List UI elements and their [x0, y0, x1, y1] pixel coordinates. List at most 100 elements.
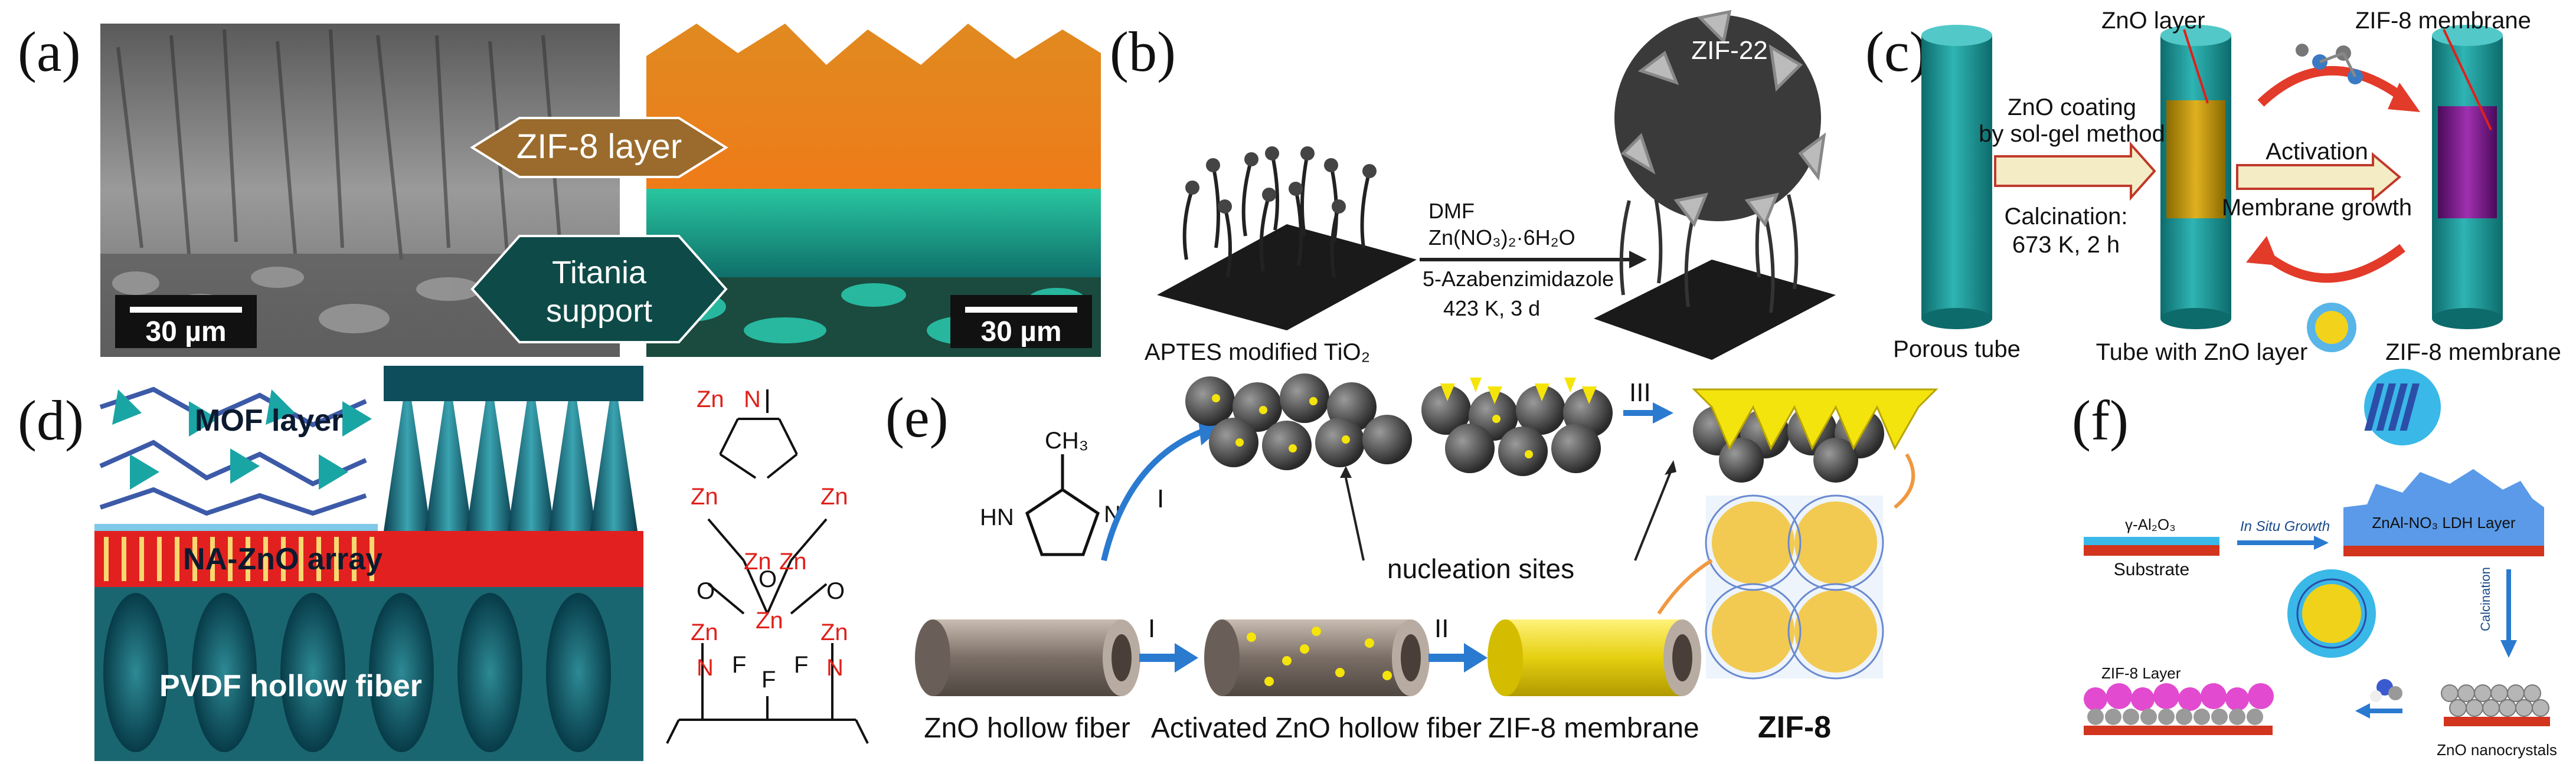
mof-layer-label: MOF layer	[195, 404, 343, 438]
coating-label-2: by sol-gel method	[1979, 121, 2165, 147]
struct-zn-8: Zn	[820, 619, 848, 645]
condition-dmf: DMF	[1428, 199, 1475, 223]
methylimidazole-structure	[1025, 454, 1100, 556]
insitu-label: In Situ Growth	[2240, 519, 2330, 535]
coating-label-1: ZnO coating	[2008, 94, 2136, 120]
struct-o-3: O	[759, 566, 777, 592]
panel-a-graphic: 30 µm 30 µm ZIF-8 layer Titania support	[100, 24, 1101, 357]
panel-b: (b) APTES modified TiO₂ DMF Zn(NO₃)₂·6H₂…	[1110, 0, 1853, 366]
zno-tube-label: Tube with ZnO layer	[2096, 339, 2308, 365]
zif-layer-arrow	[470, 117, 728, 178]
alumina-substrate	[2084, 537, 2219, 545]
scale-bar-right-bg	[950, 295, 1092, 348]
step-ii-label: II	[1434, 614, 1449, 643]
zno-spheres-1	[1185, 373, 1412, 470]
ldh-label: ZnAl-NO₃ LDH Layer	[2372, 514, 2516, 532]
titania-arrow	[470, 235, 728, 343]
ligand-molecule	[2296, 44, 2363, 84]
zif8-membrane-fiber	[1488, 619, 1701, 696]
struct-zn-6: Zn	[756, 608, 783, 634]
zif-layer-label: ZIF-8 layer	[516, 127, 682, 166]
step-i-upper: I	[1157, 484, 1164, 513]
scale-bar-right-text: 30 µm	[980, 316, 1061, 347]
zif8-crystal-cluster	[1705, 494, 1884, 680]
struct-o-2: O	[826, 578, 845, 604]
panel-a: (a) 30 µm	[0, 0, 1110, 366]
zif8-membrane-bottom-label: ZIF-8 membrane	[2385, 339, 2561, 365]
struct-o-1: O	[697, 578, 715, 604]
condition-ligand: 5-Azabenzimidazole	[1423, 267, 1614, 291]
struct-f-3: F	[794, 652, 808, 678]
coating-arrow	[1994, 141, 2156, 201]
panel-b-graphic: APTES modified TiO₂ DMF Zn(NO₃)₂·6H₂O 5-…	[1145, 9, 1836, 365]
zno-layer-label: ZnO layer	[2101, 8, 2205, 34]
panel-d-label: (d)	[18, 389, 84, 452]
panel-f-graphic: γ-Al₂O₃ Substrate In Situ Growth ZnAl-NO…	[2084, 369, 2557, 759]
porous-tube	[1921, 35, 1992, 319]
substrate-label-f: Substrate	[2114, 560, 2189, 579]
calcination-label-f: Calcination	[2478, 567, 2493, 631]
zif8-layer-label-f: ZIF-8 Layer	[2101, 664, 2181, 682]
zif22-label: ZIF-22	[1691, 36, 1768, 65]
ch3-label: CH₃	[1045, 428, 1088, 454]
zif8-membrane-label: ZIF-8 membrane	[1488, 713, 1699, 744]
titania-label-2: support	[546, 293, 652, 329]
struct-n-3: N	[826, 655, 844, 681]
calcination-label-2: 673 K, 2 h	[2012, 232, 2120, 258]
struct-n-1: N	[744, 386, 761, 412]
growth-label: Membrane growth	[2222, 195, 2412, 221]
zif8-layer-f	[2084, 683, 2274, 711]
zif8-film	[1692, 388, 1938, 451]
tio2-substrate-left	[1157, 224, 1417, 330]
ldh-layer	[2343, 469, 2544, 546]
panel-e: (e) CH₃ HN N I	[880, 366, 2036, 764]
step-iii-label: III	[1629, 378, 1651, 407]
condition-temp: 423 K, 3 d	[1443, 296, 1540, 320]
2-methylimidazole-model	[2370, 679, 2402, 702]
zno-nanocrystals	[2441, 684, 2549, 717]
zno-nanocrystals-label: ZnO nanocrystals	[2437, 741, 2557, 759]
struct-f-1: F	[732, 652, 746, 678]
panel-c-graphic: ZnO layer ZIF-8 membrane ZnO coating by …	[1893, 8, 2561, 365]
alumina-label: γ-Al₂O₃	[2125, 516, 2176, 533]
panel-d-graphic: MOF layer NA-ZnO array PVDF hollow fiber…	[94, 366, 869, 761]
panel-e-graphic: CH₃ HN N I III	[915, 373, 1938, 745]
chemical-structure	[666, 389, 869, 744]
pvdf-label: PVDF hollow fiber	[159, 669, 422, 703]
activated-fiber-label: Activated ZnO hollow fiber	[1151, 713, 1482, 744]
zno-fiber-label: ZnO hollow fiber	[924, 713, 1130, 744]
step-i-lower: I	[1148, 614, 1155, 643]
scale-bar-left-text: 30 µm	[145, 316, 226, 347]
struct-n-2: N	[697, 655, 714, 681]
activated-zno-fiber	[1204, 619, 1430, 696]
condition-zn-nitrate: Zn(NO₃)₂·6H₂O	[1428, 225, 1575, 250]
nucleation-label: nucleation sites	[1387, 553, 1574, 584]
titania-label-1: Titania	[552, 255, 647, 290]
activation-arrow	[2236, 152, 2402, 202]
mof-layer-spikes	[384, 372, 638, 531]
substrate-label: APTES modified TiO₂	[1145, 339, 1370, 365]
activation-label: Activation	[2266, 139, 2368, 165]
panel-f: (f) γ-Al₂O₃ Substrate In Situ Growth ZnA…	[2036, 366, 2576, 764]
zif8-label: ZIF-8	[1758, 710, 1831, 745]
na-zno-array	[94, 531, 643, 587]
panel-b-label: (b)	[1110, 20, 1176, 83]
panel-e-label: (e)	[885, 386, 949, 449]
scale-bar-left-bg	[115, 295, 257, 348]
zno-hollow-fiber	[915, 619, 1140, 696]
calcination-label-1: Calcination:	[2004, 204, 2127, 229]
tio2-substrate-right	[1594, 260, 1836, 360]
panel-f-label: (f)	[2072, 389, 2129, 452]
zif8-membrane-top-label: ZIF-8 membrane	[2355, 8, 2531, 34]
hn-label: HN	[980, 504, 1014, 530]
na-zno-label: NA-ZnO array	[183, 542, 383, 576]
struct-zn-1: Zn	[697, 386, 724, 412]
struct-zn-7: Zn	[691, 619, 718, 645]
struct-zn-2: Zn	[691, 484, 718, 510]
panel-c: (c)	[1853, 0, 2576, 366]
panel-d: (d)	[0, 366, 880, 764]
struct-f-2: F	[761, 667, 776, 693]
struct-zn-5: Zn	[779, 549, 807, 575]
panel-a-label: (a)	[18, 20, 81, 83]
porous-tube-label: Porous tube	[1893, 336, 2021, 362]
